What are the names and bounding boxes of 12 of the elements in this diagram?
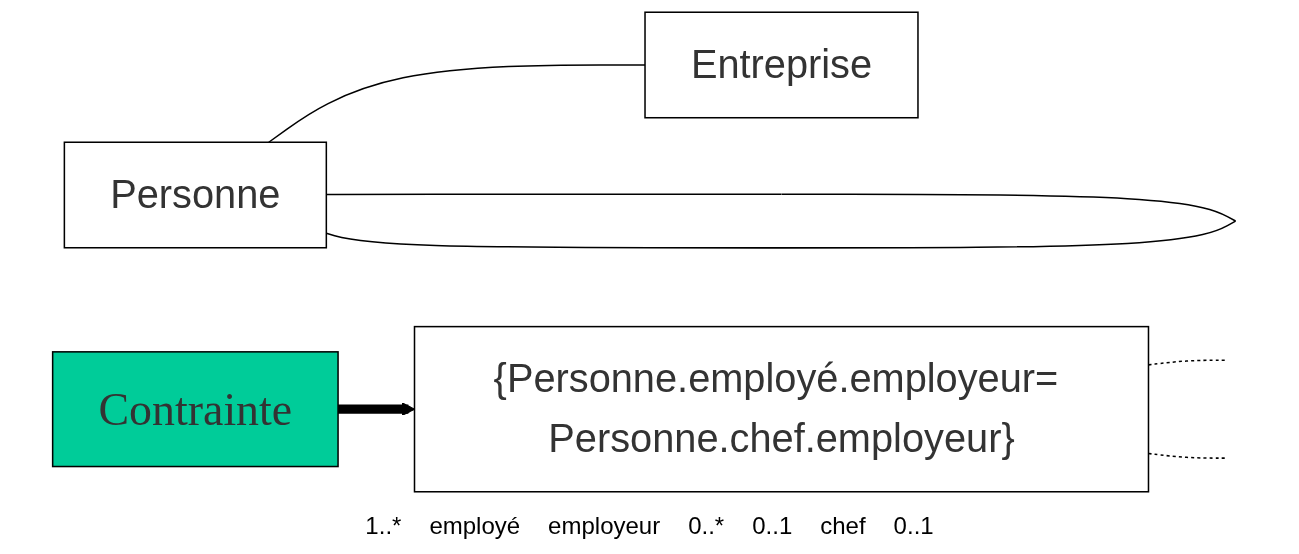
node-box: {Personne.employé.employeur= Personne.chef.employeur} <box>413 325 1150 493</box>
association-label: 0..1 <box>893 512 934 540</box>
node-box: Personne <box>63 141 328 249</box>
association-label: chef <box>820 512 866 540</box>
node-box: Entreprise <box>644 11 919 119</box>
association-label: 0..* <box>688 512 725 540</box>
association-label: employeur <box>548 512 661 540</box>
node-box: Contrainte <box>51 351 339 468</box>
association-label: employé <box>429 512 521 540</box>
association-label: 1..* <box>365 512 402 540</box>
association-label: 0..1 <box>752 512 793 540</box>
connector <box>268 64 646 143</box>
